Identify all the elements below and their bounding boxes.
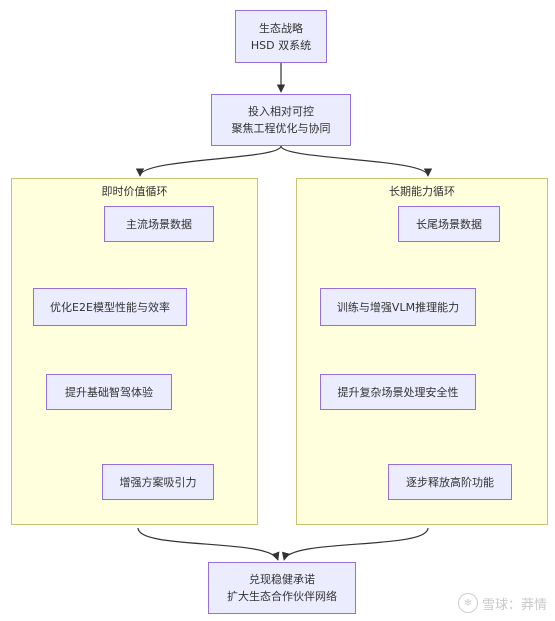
right-step-3: 提升复杂场景处理安全性: [320, 374, 476, 410]
node-invest: 投入相对可控 聚焦工程优化与协同: [211, 94, 351, 146]
node-strategy: 生态战略 HSD 双系统: [235, 10, 327, 63]
right-step-4-label: 逐步释放高阶功能: [406, 475, 494, 489]
node-strategy-line2: HSD 双系统: [250, 38, 312, 52]
edge-right-loop-to-fulfill: [281, 527, 429, 561]
node-fulfill-line1: 兑现稳健承诺: [249, 573, 315, 586]
node-fulfill-line2: 扩大生态合作伙伴网络: [227, 590, 337, 603]
node-fulfill: 兑现稳健承诺 扩大生态合作伙伴网络: [208, 562, 356, 614]
left-step-3: 提升基础智驾体验: [46, 374, 172, 410]
right-step-2-label: 训练与增强VLM推理能力: [336, 300, 460, 314]
watermark: ❄ 雪球：莽情: [457, 593, 547, 613]
left-step-2-label: 优化E2E模型性能与效率: [50, 300, 170, 314]
watermark-text: 雪球：莽情: [481, 597, 547, 613]
right-step-1: 长尾场景数据: [398, 206, 500, 242]
snowball-logo-icon: ❄: [457, 593, 478, 613]
left-step-3-label: 提升基础智驾体验: [65, 385, 153, 399]
left-step-4: 增强方案吸引力: [102, 464, 214, 500]
left-step-1-label: 主流场景数据: [126, 217, 192, 231]
node-strategy-line1: 生态战略: [259, 21, 303, 35]
edge-invest-to-right-loop: [280, 145, 433, 177]
edge-invest-to-left-loop: [135, 145, 282, 177]
node-invest-line1: 投入相对可控: [248, 105, 314, 118]
right-step-4: 逐步释放高阶功能: [388, 464, 512, 500]
right-step-2: 训练与增强VLM推理能力: [320, 288, 476, 326]
group-left-loop-title: 即时价值循环: [101, 185, 168, 198]
group-right-loop-title: 长期能力循环: [389, 185, 455, 198]
node-invest-line2: 聚焦工程优化与协同: [231, 122, 331, 135]
left-step-2: 优化E2E模型性能与效率: [33, 288, 187, 326]
right-step-1-label: 长尾场景数据: [416, 217, 482, 231]
right-step-3-label: 提升复杂场景处理安全性: [337, 385, 459, 399]
left-step-4-label: 增强方案吸引力: [119, 475, 197, 489]
edge-left-loop-to-fulfill: [137, 527, 280, 561]
left-step-1: 主流场景数据: [104, 206, 214, 242]
